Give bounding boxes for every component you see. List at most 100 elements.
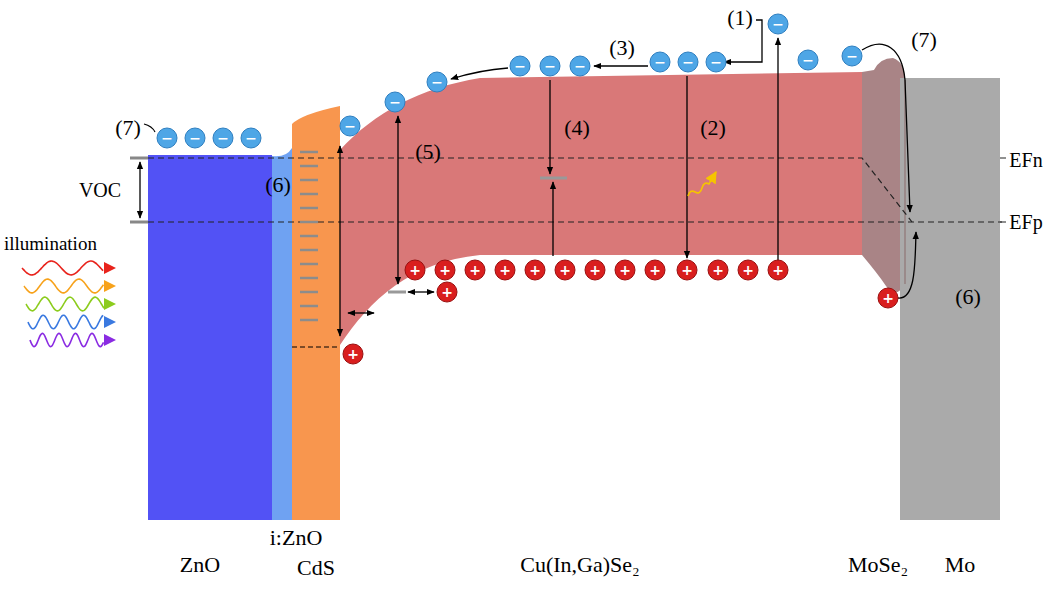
cds-valence-edge xyxy=(292,346,340,347)
defect-level xyxy=(300,235,318,238)
wave-path xyxy=(22,261,103,275)
callout-number: (6) xyxy=(265,174,291,196)
electron-sign: − xyxy=(682,55,694,69)
cds-layer xyxy=(292,106,340,520)
level-tick xyxy=(1000,158,1006,222)
trap-exchange-arrow xyxy=(408,291,434,292)
hole xyxy=(708,260,728,280)
mose2-layer xyxy=(862,58,905,293)
radiative-recombination-arrow xyxy=(686,76,687,258)
electron xyxy=(706,52,726,72)
electron-sign: − xyxy=(544,59,556,73)
electron-sign: − xyxy=(245,131,257,145)
hole xyxy=(645,260,665,280)
electron-sign: − xyxy=(772,17,784,31)
defect-level xyxy=(300,249,318,252)
defect-level xyxy=(300,305,318,308)
hole xyxy=(768,260,788,280)
electron-sign: − xyxy=(514,59,526,73)
defect-level xyxy=(300,193,318,196)
callout-number: (3) xyxy=(609,37,635,59)
light-wave xyxy=(22,261,116,275)
electron-sign: − xyxy=(217,131,229,145)
wave-arrowhead xyxy=(104,334,116,346)
illumination-waves xyxy=(22,261,116,347)
hole-sign: + xyxy=(439,263,451,277)
hole-extraction-arrow xyxy=(898,232,916,298)
wave-arrowhead xyxy=(104,262,116,274)
generation-arrow xyxy=(777,38,778,262)
defect-level xyxy=(300,151,318,154)
defect-level xyxy=(300,291,318,294)
defect-level xyxy=(300,221,318,224)
hole xyxy=(343,344,363,364)
electron xyxy=(241,128,261,148)
srh-arrow xyxy=(552,182,553,256)
callout-number: (5) xyxy=(415,141,441,163)
mose2-edge xyxy=(905,80,906,284)
voltage-label: VOC xyxy=(79,180,121,200)
hole xyxy=(738,260,758,280)
izno-layer xyxy=(272,148,292,520)
electron-sign: − xyxy=(802,53,814,67)
layer-name: Cu(In,Ga)Se₂ xyxy=(520,554,639,576)
electron xyxy=(157,128,177,148)
srh-arrow xyxy=(549,80,550,174)
electron xyxy=(798,50,818,70)
quasi-fermi-p xyxy=(148,221,1002,222)
electron xyxy=(678,52,698,72)
electron-sign: − xyxy=(161,131,173,145)
electron xyxy=(213,128,233,148)
electron xyxy=(385,92,405,112)
electron xyxy=(185,128,205,148)
hole xyxy=(555,260,575,280)
defect-level xyxy=(300,207,318,210)
hole xyxy=(525,260,545,280)
interface-recombination-arrow xyxy=(339,146,340,336)
trap-level xyxy=(540,177,567,180)
defect-level xyxy=(300,319,318,322)
layer-name: MoSe₂ xyxy=(848,554,908,576)
callout-number: (7) xyxy=(911,29,937,51)
electron-sign: − xyxy=(189,131,201,145)
transport-arrow xyxy=(451,68,508,79)
trap-level xyxy=(388,291,406,294)
electron-sign: − xyxy=(344,119,356,133)
hole-sign: + xyxy=(441,285,453,299)
hole-sign: + xyxy=(649,263,661,277)
defect-level xyxy=(300,277,318,280)
hole-sign: + xyxy=(469,263,481,277)
electron xyxy=(650,52,670,72)
hole-sign: + xyxy=(772,263,784,277)
electron xyxy=(842,46,862,66)
electron-sign: − xyxy=(389,95,401,109)
cigs-layer xyxy=(340,72,862,345)
light-wave xyxy=(24,279,116,293)
hole-sign: + xyxy=(589,263,601,277)
wave-path xyxy=(26,297,104,311)
interface-exchange-arrow xyxy=(348,312,374,313)
interface-defects xyxy=(300,152,318,320)
transport-arrow xyxy=(594,65,648,66)
hole xyxy=(437,282,457,302)
hole-sign: + xyxy=(681,263,693,277)
wave-arrowhead xyxy=(104,298,116,310)
hole-sign: + xyxy=(559,263,571,277)
scr-recombination-arrow xyxy=(397,116,398,284)
level-label: EFp xyxy=(1009,212,1042,232)
wave-arrowhead xyxy=(104,280,116,292)
electron-sign: − xyxy=(654,55,666,69)
wave-path xyxy=(30,333,104,346)
layer-name: i:ZnO xyxy=(270,527,323,549)
hole xyxy=(495,260,515,280)
light-wave xyxy=(26,297,116,311)
callout-number: (6) xyxy=(955,286,981,308)
defect-level xyxy=(300,165,318,168)
callout-number: (1) xyxy=(727,7,753,29)
wave-path xyxy=(24,279,104,293)
hole xyxy=(677,260,697,280)
hole-sign: + xyxy=(499,263,511,277)
hole-sign: + xyxy=(742,263,754,277)
defect-level xyxy=(300,179,318,182)
electron xyxy=(510,56,530,76)
